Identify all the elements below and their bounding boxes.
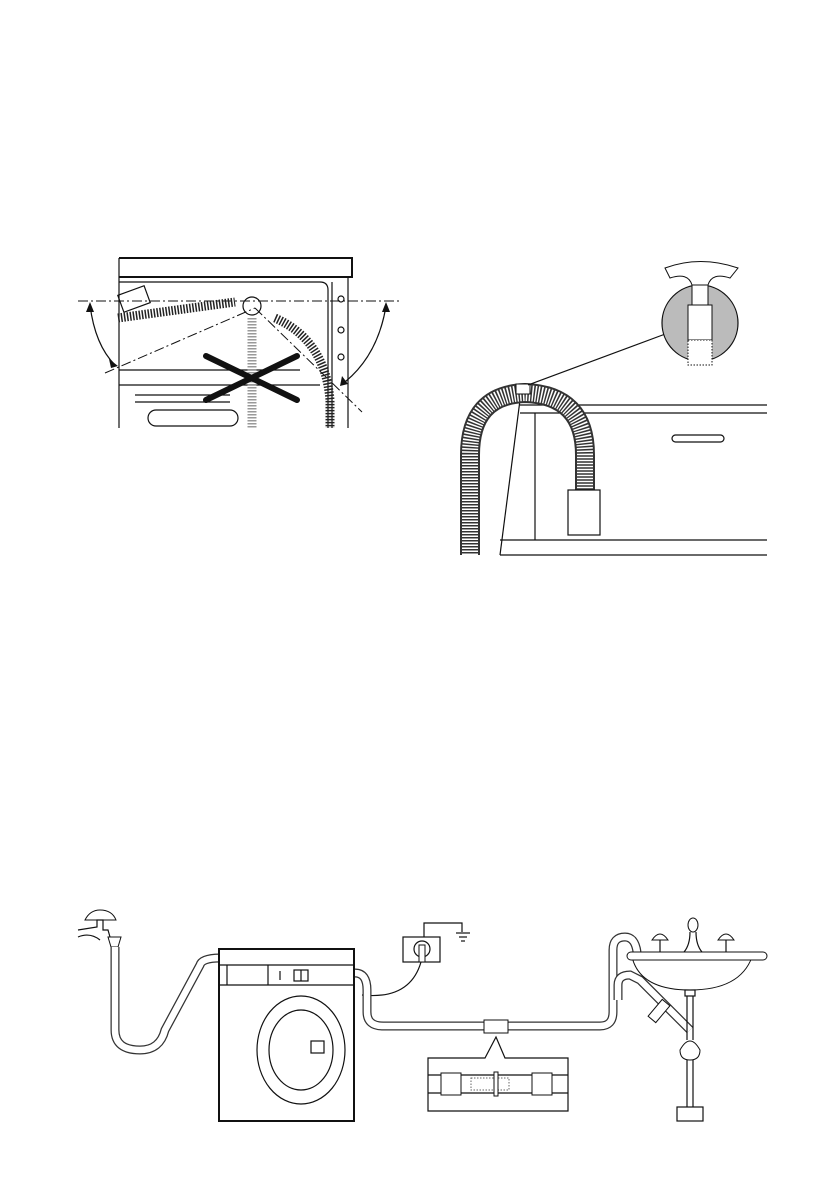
drain-hose-left [118, 302, 235, 318]
machine-back-panel [118, 258, 352, 428]
drain-hose-right [275, 318, 330, 428]
angle-arrow-right [345, 306, 386, 382]
angle-arrow-left [90, 305, 115, 365]
